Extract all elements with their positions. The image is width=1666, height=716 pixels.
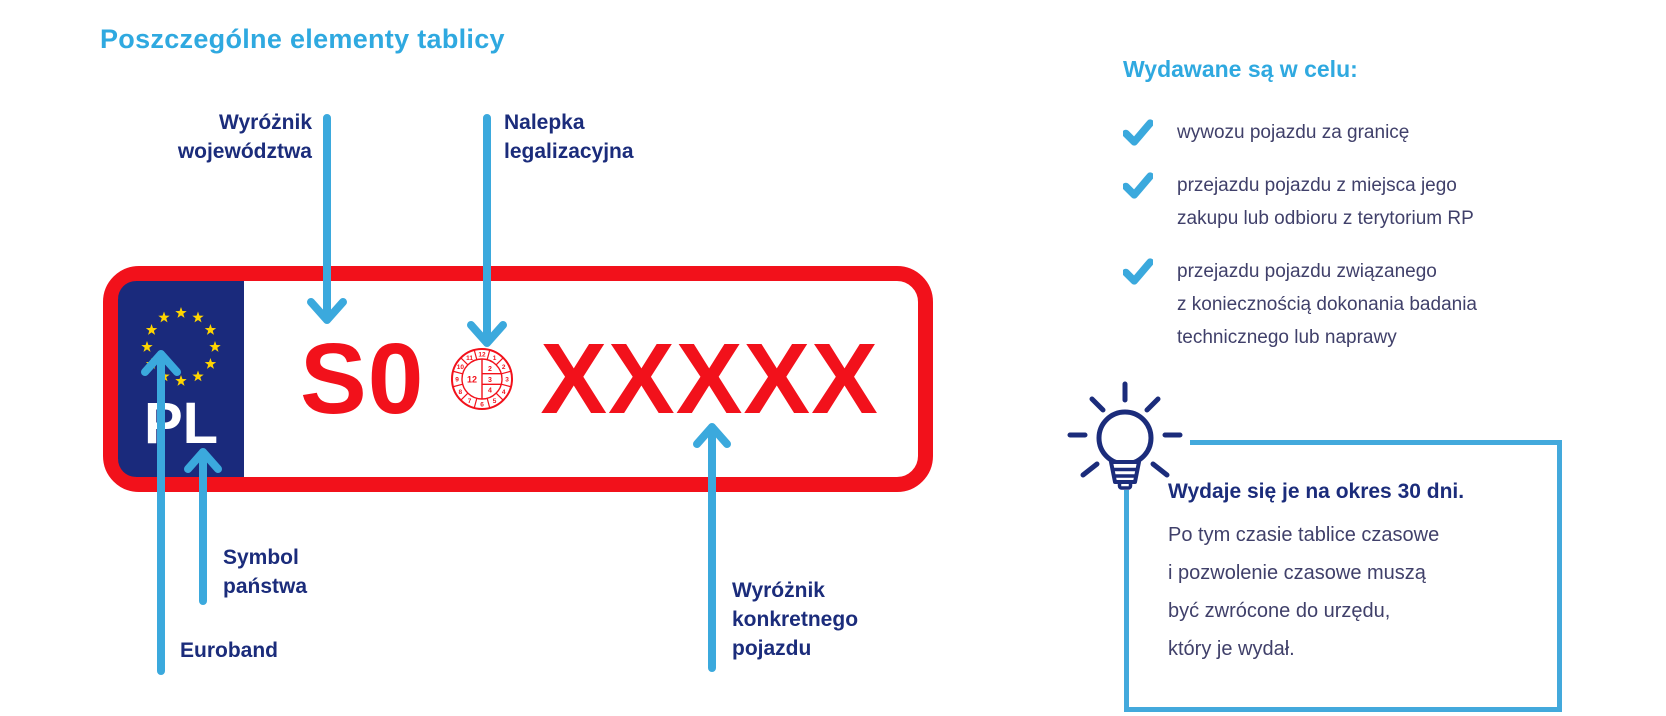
- plate-registration: S0 12 1 2 3 4 5 6 7 8 9 10 11 12 2 3: [300, 281, 879, 477]
- sticker-row-number: 4: [488, 388, 492, 395]
- sticker-center-number: 12: [467, 374, 477, 384]
- label-euroband: Euroband: [180, 639, 278, 662]
- sticker-month: 10: [457, 364, 465, 371]
- sticker-row-number: 2: [488, 366, 492, 373]
- sticker-month: 5: [493, 398, 497, 405]
- label-legalization-sticker: Nalepka legalizacyjna: [504, 111, 634, 163]
- label-vehicle-id: Wyróżnik konkretnego pojazdu: [732, 579, 859, 660]
- note-box-border-top: [1190, 440, 1562, 445]
- note-box-border-bottom: [1124, 707, 1562, 712]
- issued-checklist: wywozu pojazdu za granicę przejazdu poja…: [1123, 116, 1543, 374]
- sticker-month: 2: [502, 364, 506, 371]
- sticker-month: 1: [493, 355, 497, 362]
- sticker-month: 8: [459, 389, 463, 396]
- page-title: Poszczególne elementy tablicy: [100, 24, 505, 54]
- note-box-border-left: [1124, 490, 1129, 707]
- issued-heading: Wydawane są w celu:: [1123, 56, 1358, 82]
- check-icon: [1123, 119, 1153, 146]
- note-box-border-right: [1557, 440, 1562, 712]
- label-country-symbol: Symbol państwa: [223, 546, 308, 598]
- list-item: wywozu pojazdu za granicę: [1123, 116, 1543, 149]
- check-item-text: wywozu pojazdu za granicę: [1177, 122, 1410, 143]
- check-item-text: przejazdu pojazdu związanego z konieczno…: [1177, 261, 1477, 348]
- check-icon: [1123, 172, 1153, 199]
- legalization-sticker-icon: 12 1 2 3 4 5 6 7 8 9 10 11 12 2 3 4: [451, 348, 514, 410]
- sticker-month: 4: [502, 389, 506, 396]
- check-item-text: przejazdu pojazdu z miejsca jego zakupu …: [1177, 175, 1474, 229]
- license-plate: PL S0 12 1 2 3 4 5 6 7 8 9 10 11: [103, 266, 933, 492]
- sticker-month: 9: [456, 376, 460, 383]
- sticker-row-number: 3: [488, 377, 492, 384]
- list-item: przejazdu pojazdu związanego z konieczno…: [1123, 255, 1543, 354]
- sticker-month: 11: [466, 355, 473, 362]
- country-code: PL: [144, 391, 218, 456]
- note: Wydaje się je na okres 30 dni. Po tym cz…: [1168, 480, 1548, 668]
- plate-suffix: XXXXX: [540, 323, 879, 435]
- lightbulb-icon: [1067, 381, 1183, 490]
- note-body: Po tym czasie tablice czasowe i pozwolen…: [1168, 524, 1440, 660]
- plate-prefix: S0: [300, 323, 425, 435]
- note-title: Wydaje się je na okres 30 dni.: [1168, 480, 1465, 503]
- sticker-month: 12: [479, 352, 487, 359]
- sticker-month: 6: [481, 401, 485, 408]
- list-item: przejazdu pojazdu z miejsca jego zakupu …: [1123, 169, 1543, 235]
- sticker-month: 3: [506, 376, 510, 383]
- euroband-strip: PL: [118, 281, 244, 477]
- sticker-month: 7: [468, 398, 472, 405]
- check-icon: [1123, 258, 1153, 285]
- label-province: Wyróżnik województwa: [177, 111, 312, 163]
- eu-stars-icon: PL: [141, 307, 221, 456]
